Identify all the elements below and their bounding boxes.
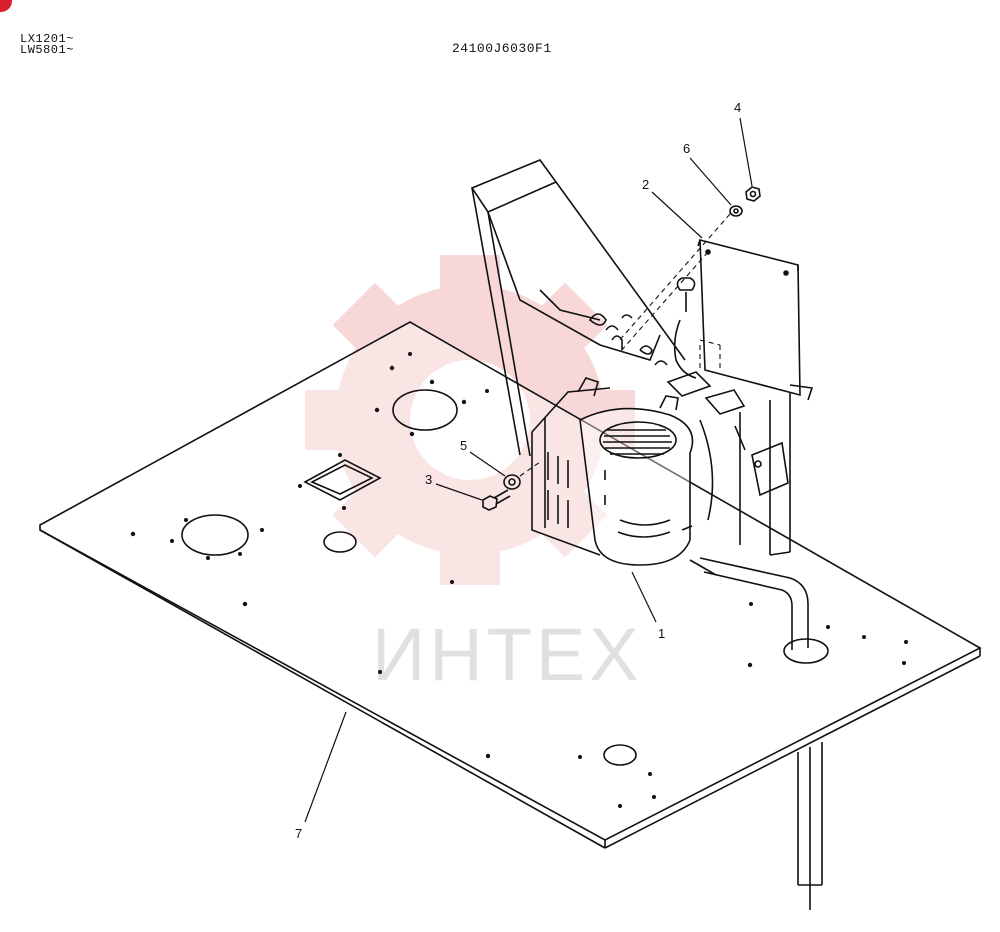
assembly-lines bbox=[519, 213, 731, 477]
model-codes: LX1201~ LW5801~ bbox=[20, 32, 74, 57]
part-number: 24100J6030F1 bbox=[452, 41, 552, 56]
watermark-text: ИНТЕХ bbox=[372, 613, 643, 696]
watermark-gear-hole bbox=[410, 360, 530, 480]
blower-housing bbox=[531, 377, 694, 566]
callout-2: 2 bbox=[642, 177, 649, 192]
tube bbox=[689, 557, 809, 650]
callout-3: 3 bbox=[425, 472, 432, 487]
callout-7: 7 bbox=[295, 826, 302, 841]
washer-6 bbox=[729, 205, 743, 217]
nut-4 bbox=[745, 186, 761, 202]
model-code-1: LX1201~ bbox=[20, 32, 74, 46]
callout-6: 6 bbox=[683, 141, 690, 156]
watermark bbox=[305, 255, 635, 585]
callout-4: 4 bbox=[734, 100, 741, 115]
plate-holes bbox=[130, 352, 908, 808]
callout-5: 5 bbox=[460, 438, 467, 453]
leader-lines bbox=[304, 117, 753, 823]
control-cover bbox=[666, 238, 814, 521]
support-leg bbox=[797, 742, 823, 910]
callout-1: 1 bbox=[658, 626, 665, 641]
bolt-3 bbox=[482, 489, 511, 511]
washer-5 bbox=[503, 474, 521, 490]
base-plate bbox=[39, 321, 982, 849]
model-code-2: LW5801~ bbox=[20, 43, 74, 57]
rear-column bbox=[470, 159, 791, 556]
